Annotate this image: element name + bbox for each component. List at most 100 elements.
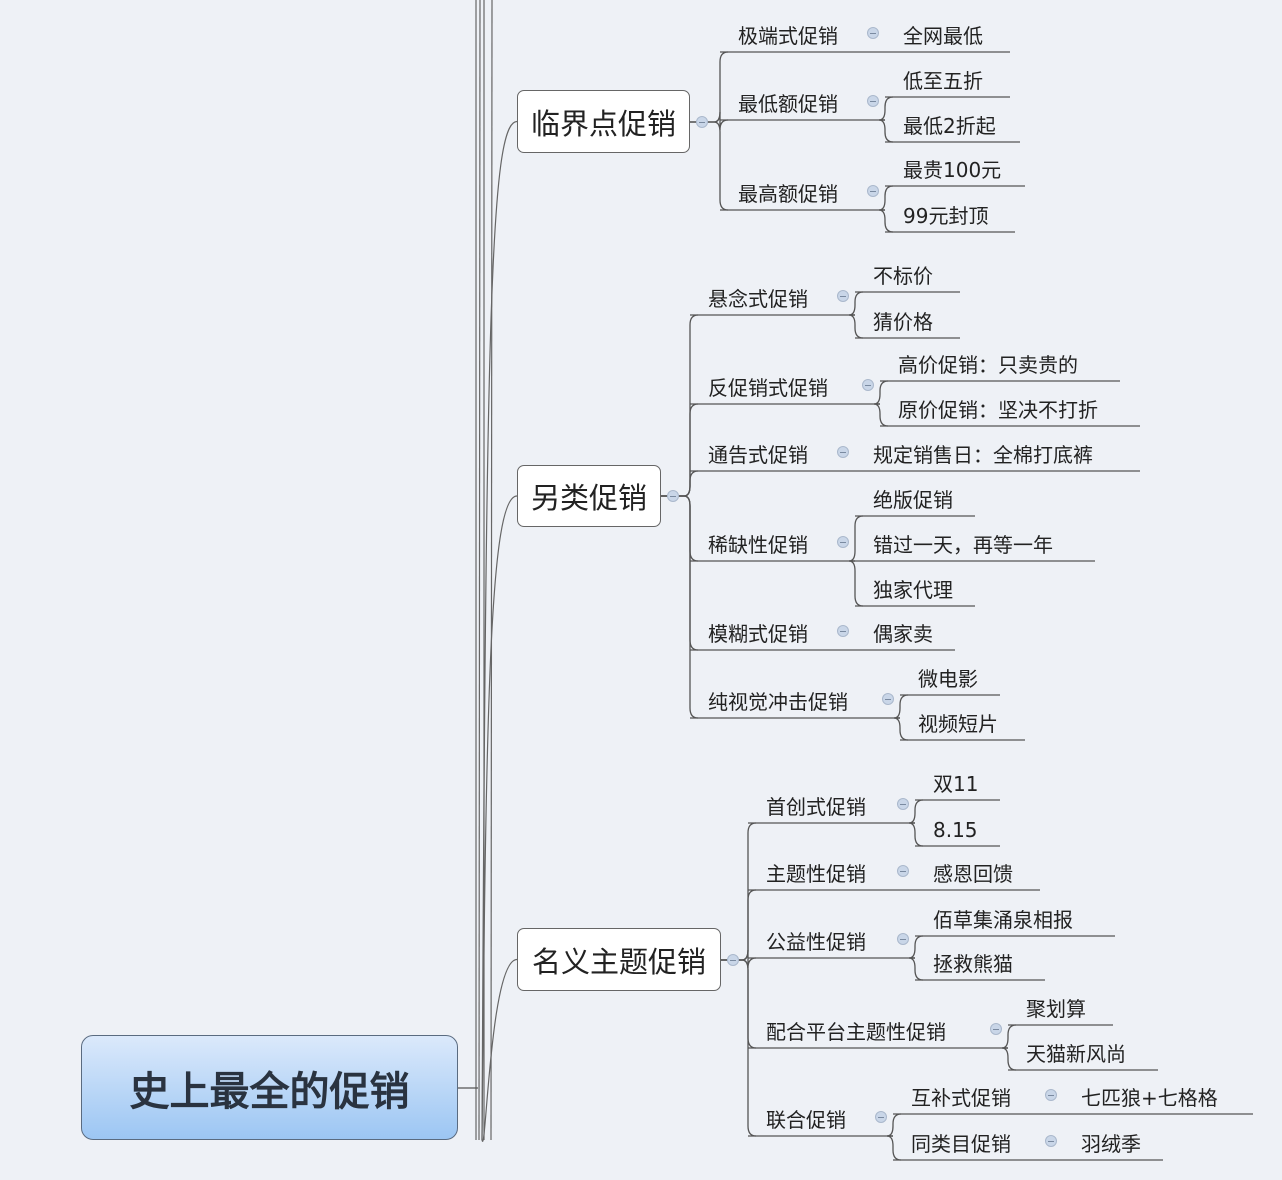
collapse-icon[interactable] [867,185,879,197]
topic-node[interactable]: 同类目促销 [893,1128,1063,1160]
connector-line [481,958,518,1142]
topic-node[interactable]: 纯视觉冲击促销 [690,686,900,718]
collapse-icon[interactable] [875,1111,887,1123]
topic-node[interactable]: 不标价 [855,260,960,292]
connector-line [1001,1047,1017,1071]
collapse-icon[interactable] [727,953,739,966]
collapse-icon[interactable] [1045,1089,1057,1101]
topic-node[interactable]: 8.15 [915,814,1000,846]
topic-node[interactable]: 全网最低 [885,20,1010,52]
topic-label: 最低2折起 [903,114,996,138]
collapse-icon[interactable] [837,625,849,637]
topic-label: 最低额促销 [738,92,838,116]
topic-label: 高价促销：只卖贵的 [898,353,1078,377]
topic-node[interactable]: 首创式促销 [748,791,915,823]
topic-node[interactable]: 规定销售日：全棉打底裤 [855,439,1140,471]
collapse-icon[interactable] [897,933,909,945]
topic-node[interactable]: 微电影 [900,663,1000,695]
topic-node[interactable]: 公益性促销 [748,926,915,958]
topic-node[interactable]: 最低额促销 [720,88,885,120]
main-topic[interactable]: 临界点促销 [517,90,690,153]
topic-label: 不标价 [873,264,933,288]
topic-node[interactable]: 原价促销：坚决不打折 [880,394,1140,426]
collapse-icon[interactable] [990,1023,1002,1035]
topic-label: 全网最低 [903,24,983,48]
topic-node[interactable]: 最低2折起 [885,110,1020,142]
topic-node[interactable]: 猜价格 [855,306,960,338]
collapse-icon[interactable] [837,536,849,548]
topic-node[interactable]: 99元封顶 [885,200,1015,232]
collapse-icon[interactable] [837,446,849,458]
topic-label: 99元封顶 [903,204,989,228]
connector-line [478,0,481,1141]
connector-line [908,957,924,981]
main-topic-label: 另类促销 [530,481,647,515]
connector-line [481,495,518,1141]
topic-label: 七匹狼+七格格 [1081,1086,1218,1110]
collapse-icon[interactable] [882,693,894,705]
topic-node[interactable]: 反促销式促销 [690,372,880,404]
topic-label: 首创式促销 [766,795,866,819]
connector-line [886,1135,902,1161]
topic-label: 反促销式促销 [708,376,828,400]
topic-node[interactable]: 模糊式促销 [690,618,855,650]
topic-label: 配合平台主题性促销 [766,1020,946,1044]
topic-node[interactable]: 配合平台主题性促销 [748,1016,1008,1048]
collapse-icon[interactable] [867,95,879,107]
topic-node[interactable]: 偶家卖 [855,618,955,650]
topic-node[interactable]: 双11 [915,768,1000,800]
root-topic[interactable]: 史上最全的促销 [81,1035,458,1140]
topic-node[interactable]: 绝版促销 [855,484,975,516]
connector-line [661,470,699,497]
topic-node[interactable]: 天猫新风尚 [1008,1038,1158,1070]
collapse-icon[interactable] [837,290,849,302]
topic-node[interactable]: 佰草集涌泉相报 [915,904,1115,936]
topic-node[interactable]: 悬念式促销 [690,283,855,315]
topic-node[interactable]: 羽绒季 [1063,1128,1163,1160]
topic-node[interactable]: 极端式促销 [720,20,885,52]
topic-label: 错过一天，再等一年 [873,533,1053,557]
connector-line [481,120,518,1141]
topic-node[interactable]: 最贵100元 [885,154,1025,186]
topic-label: 主题性促销 [766,862,866,886]
connector-line [690,121,729,211]
topic-node[interactable]: 聚划算 [1008,993,1113,1025]
collapse-icon[interactable] [696,115,708,128]
collapse-icon[interactable] [862,379,874,391]
collapse-icon[interactable] [897,865,909,877]
topic-node[interactable]: 拯救熊猫 [915,948,1045,980]
topic-label: 同类目促销 [911,1132,1011,1156]
topic-node[interactable]: 视频短片 [900,708,1025,740]
topic-label: 最高额促销 [738,182,838,206]
topic-node[interactable]: 高价促销：只卖贵的 [880,349,1120,381]
connector-line [848,560,864,607]
topic-node[interactable]: 错过一天，再等一年 [855,529,1095,561]
collapse-icon[interactable] [1045,1135,1057,1147]
connector-line [873,403,889,427]
collapse-icon[interactable] [667,490,679,502]
collapse-icon[interactable] [897,798,909,810]
topic-node[interactable]: 七匹狼+七格格 [1063,1082,1253,1114]
topic-label: 低至五折 [903,69,983,93]
main-topic[interactable]: 名义主题促销 [517,928,721,991]
topic-node[interactable]: 感恩回馈 [915,858,1040,890]
topic-node[interactable]: 低至五折 [885,65,1010,97]
topic-label: 感恩回馈 [933,862,1013,886]
connector-line [661,495,699,719]
topic-node[interactable]: 最高额促销 [720,178,885,210]
collapse-icon[interactable] [867,27,879,39]
connector-line [721,959,757,1137]
topic-node[interactable]: 稀缺性促销 [690,529,855,561]
topic-label: 稀缺性促销 [708,533,808,557]
topic-node[interactable]: 主题性促销 [748,858,915,890]
topic-label: 纯视觉冲击促销 [708,690,848,714]
topic-node[interactable]: 通告式促销 [690,439,855,471]
main-topic[interactable]: 另类促销 [517,465,661,527]
connector-line [878,119,894,143]
topic-node[interactable]: 互补式促销 [893,1082,1063,1114]
connector-line [908,822,924,847]
topic-node[interactable]: 联合促销 [748,1104,893,1136]
topic-node[interactable]: 独家代理 [855,574,975,606]
topic-label: 规定销售日：全棉打底裤 [873,443,1093,467]
